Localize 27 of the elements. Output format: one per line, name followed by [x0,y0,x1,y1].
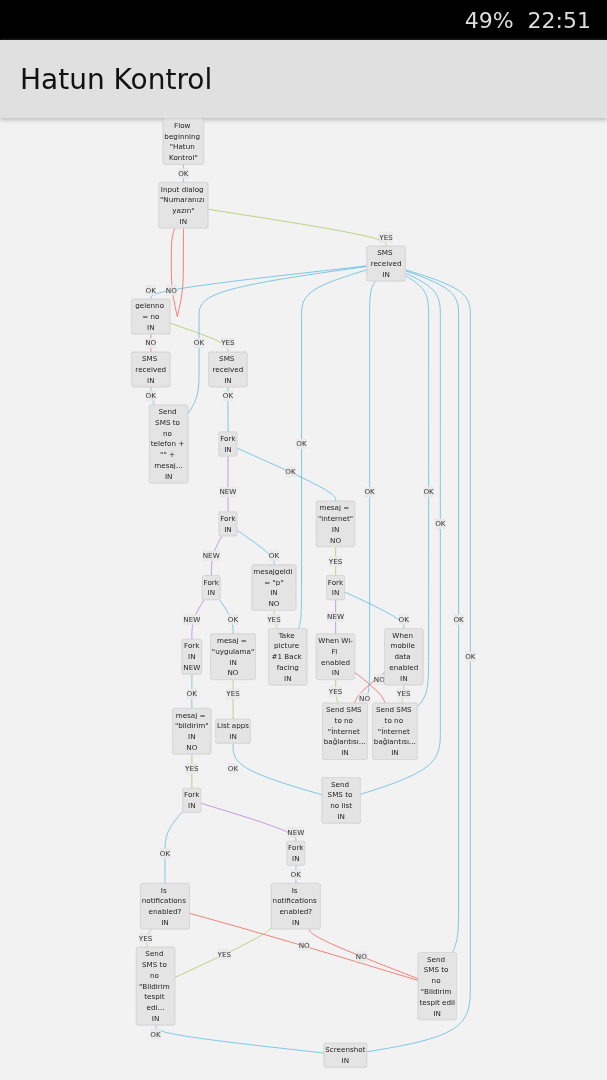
connector [344,591,405,629]
connector [164,810,184,884]
status-text: 49% [464,7,514,33]
connector [174,927,272,978]
connector [366,269,471,1053]
connector [171,227,184,317]
status-text: 22:51 [527,7,591,33]
connector [169,323,229,353]
connector [187,266,368,414]
connector [298,269,368,629]
title: Hatun Kontrol [20,62,213,96]
connector [227,455,229,513]
connector [232,743,323,796]
connector [405,275,429,707]
connector [236,529,275,566]
connector [150,265,368,300]
connector [308,928,419,980]
connector [191,599,205,640]
connector [155,1025,325,1054]
connector [405,270,459,953]
connector [200,802,297,842]
connector [236,447,336,502]
connector [207,208,387,247]
connector [219,599,234,635]
connector [360,272,441,795]
connector [335,546,336,576]
connector [189,912,419,981]
